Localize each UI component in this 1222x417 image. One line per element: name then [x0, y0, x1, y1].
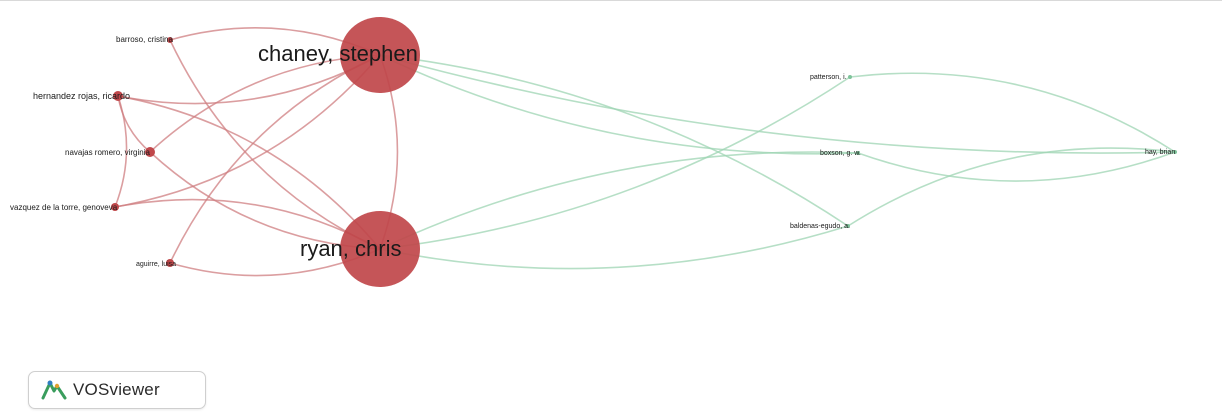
node-vazquez[interactable] [111, 203, 119, 211]
node-label-patterson[interactable]: patterson, i. [810, 74, 847, 81]
edge-ryan-hernandez [117, 95, 381, 250]
edge-chaney-baldenas [379, 54, 849, 227]
node-barroso[interactable] [167, 37, 173, 43]
node-patterson[interactable] [848, 75, 852, 79]
edge-chaney-hay [379, 54, 1176, 154]
edge-ryan-patterson [379, 76, 851, 250]
coauthorship-network[interactable]: chaney, stephen ryan, chris barroso, crist… [0, 0, 1222, 360]
node-chaney[interactable] [340, 17, 420, 93]
node-label-hernandez[interactable]: hernandez rojas, ricardo [33, 91, 130, 101]
node-boxson[interactable] [856, 151, 860, 155]
nodes-layer [111, 17, 1177, 287]
edge-ryan-boxson [379, 151, 859, 250]
labels-layer: chaney, stephen ryan, chris barroso, crist… [10, 35, 1175, 268]
node-hernandez[interactable] [113, 91, 123, 101]
node-label-boxson[interactable]: boxson, g. w. [820, 150, 861, 157]
node-label-navajas[interactable]: navajas romero, virginia [65, 148, 150, 157]
edge-ryan-baldenas [379, 225, 849, 270]
node-label-ryan[interactable]: ryan, chris [300, 236, 401, 261]
node-label-barroso[interactable]: barroso, cristina [116, 35, 173, 44]
edge-hernandez-navajas [117, 95, 151, 153]
edge-boxson-hay [857, 151, 1176, 182]
node-label-baldenas[interactable]: baldenas-egudo, a. [790, 223, 850, 230]
node-label-vazquez[interactable]: vazquez de la torre, genoveva [10, 203, 118, 212]
node-baldenas[interactable] [846, 224, 850, 228]
edge-patterson-hay [849, 72, 1176, 153]
vosviewer-badge[interactable]: VOSviewer [28, 371, 206, 409]
node-hay[interactable] [1173, 150, 1177, 154]
edge-chaney-vazquez [114, 54, 381, 208]
vosviewer-logo-text: VOSviewer [73, 380, 160, 399]
edge-chaney-boxson [379, 54, 859, 155]
node-aguirre[interactable] [166, 259, 174, 267]
node-navajas[interactable] [145, 147, 155, 157]
node-label-aguirre[interactable]: aguirre, luisa [136, 261, 176, 268]
node-label-chaney[interactable]: chaney, stephen [258, 41, 418, 66]
edge-ryan-barroso [169, 39, 381, 250]
edge-chaney-aguirre [169, 54, 381, 264]
edge-baldenas-hay [847, 147, 1176, 227]
node-ryan[interactable] [340, 211, 420, 287]
node-label-hay[interactable]: hay, brian [1145, 149, 1175, 156]
vosviewer-logo-icon [41, 379, 67, 401]
top-divider [0, 0, 1222, 1]
